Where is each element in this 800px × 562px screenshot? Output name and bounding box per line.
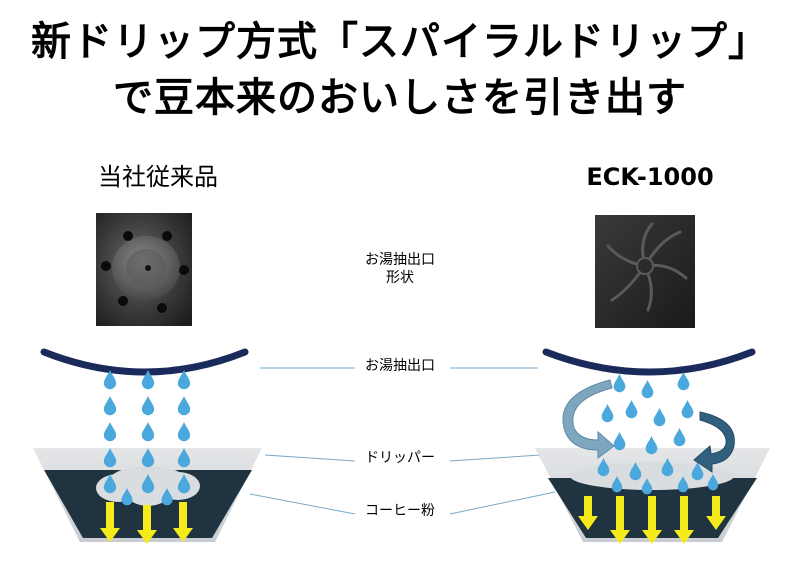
headline-line-1: 新ドリップ方式「スパイラルドリップ」: [31, 19, 769, 65]
headline-line-2: で豆本来のおいしさを引き出す: [113, 75, 687, 121]
coffee-powder-label: コーヒー粉: [365, 503, 435, 519]
outlet-shape-label-line2: 形状: [386, 269, 414, 286]
outlet-shape-label: お湯抽出口 形状: [330, 252, 470, 287]
spiral-arrow-left: [562, 379, 615, 459]
right-outlet-photo: [595, 215, 695, 328]
spiral-arrow-right: [693, 411, 735, 473]
right-column-title: ECK-1000: [586, 163, 714, 191]
outlet-label: お湯抽出口: [365, 358, 435, 374]
right-foam: [570, 462, 734, 490]
right-dripper: [535, 348, 770, 544]
left-dripper: [33, 348, 262, 544]
connector-lines: [249, 367, 556, 515]
outlet-shape-label-line1: お湯抽出口: [365, 252, 435, 268]
left-column-title: 当社従来品: [98, 163, 218, 191]
right-flow-arrows: [578, 496, 726, 544]
right-outlet-arc: [542, 348, 756, 376]
dripper-label: ドリッパー: [365, 450, 435, 466]
left-flow-arrows: [100, 502, 193, 544]
left-outlet-arc: [40, 348, 249, 376]
left-outlet-photo: [96, 213, 192, 326]
